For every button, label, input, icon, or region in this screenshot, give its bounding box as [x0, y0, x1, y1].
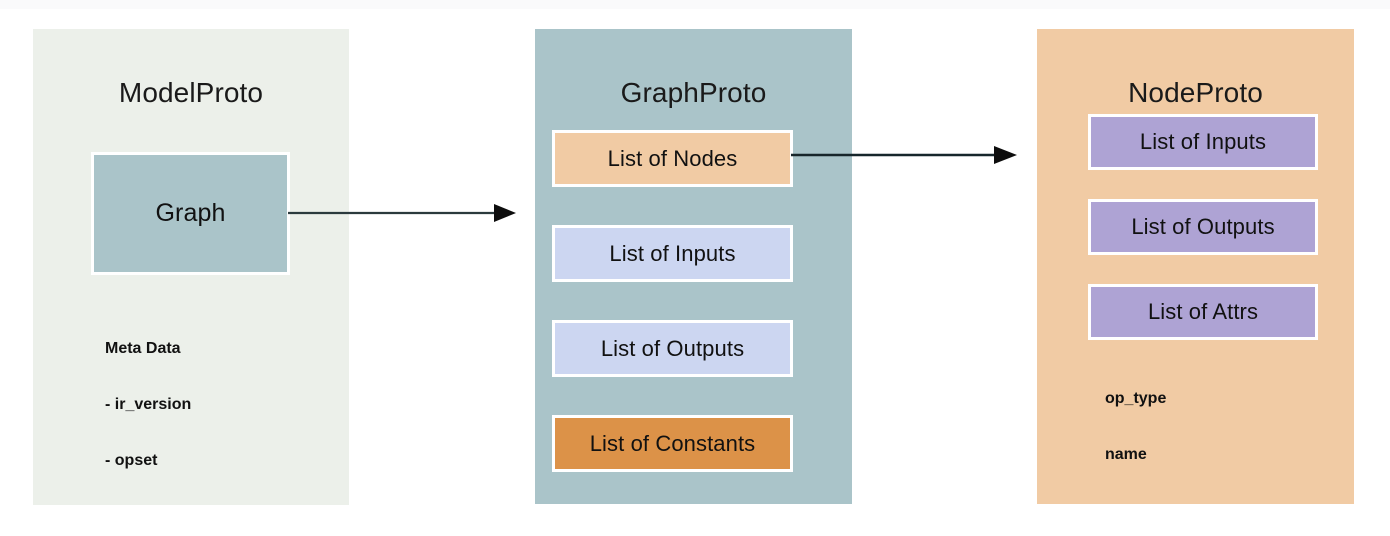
box-node-list-of-outputs[interactable]: List of Outputs [1088, 199, 1318, 255]
panel-title-model-proto: ModelProto [118, 77, 264, 108]
meta-label-name: name [1105, 446, 1147, 463]
top-strip [0, 0, 1390, 9]
meta-label-ir-version: - ir_version [105, 396, 192, 413]
box-node-list-of-inputs[interactable]: List of Inputs [1088, 114, 1318, 170]
box-list-of-inputs[interactable]: List of Inputs [552, 225, 793, 282]
box-list-of-nodes[interactable]: List of Nodes [552, 130, 793, 187]
panel-model-proto: ModelProto Graph Meta Data - ir_version … [33, 29, 349, 505]
meta-label-op-type: op_type [1105, 390, 1167, 407]
box-list-of-outputs[interactable]: List of Outputs [552, 320, 793, 377]
panel-title-node-proto: NodeProto [1128, 77, 1263, 108]
box-graph[interactable]: Graph [91, 152, 290, 275]
meta-label-opset: - opset [105, 452, 158, 469]
panel-node-proto: NodeProto List of Inputs List of Outputs… [1037, 29, 1354, 504]
box-node-list-of-attrs[interactable]: List of Attrs [1088, 284, 1318, 340]
arrow-nodes-to-nodeproto [791, 146, 1017, 164]
box-list-of-constants[interactable]: List of Constants [552, 415, 793, 472]
meta-label-meta-data: Meta Data [105, 340, 181, 357]
panel-graph-proto: GraphProto List of Nodes List of Inputs … [535, 29, 852, 504]
arrow-graph-to-graphproto [288, 204, 516, 222]
panel-title-graph-proto: GraphProto [620, 77, 767, 108]
